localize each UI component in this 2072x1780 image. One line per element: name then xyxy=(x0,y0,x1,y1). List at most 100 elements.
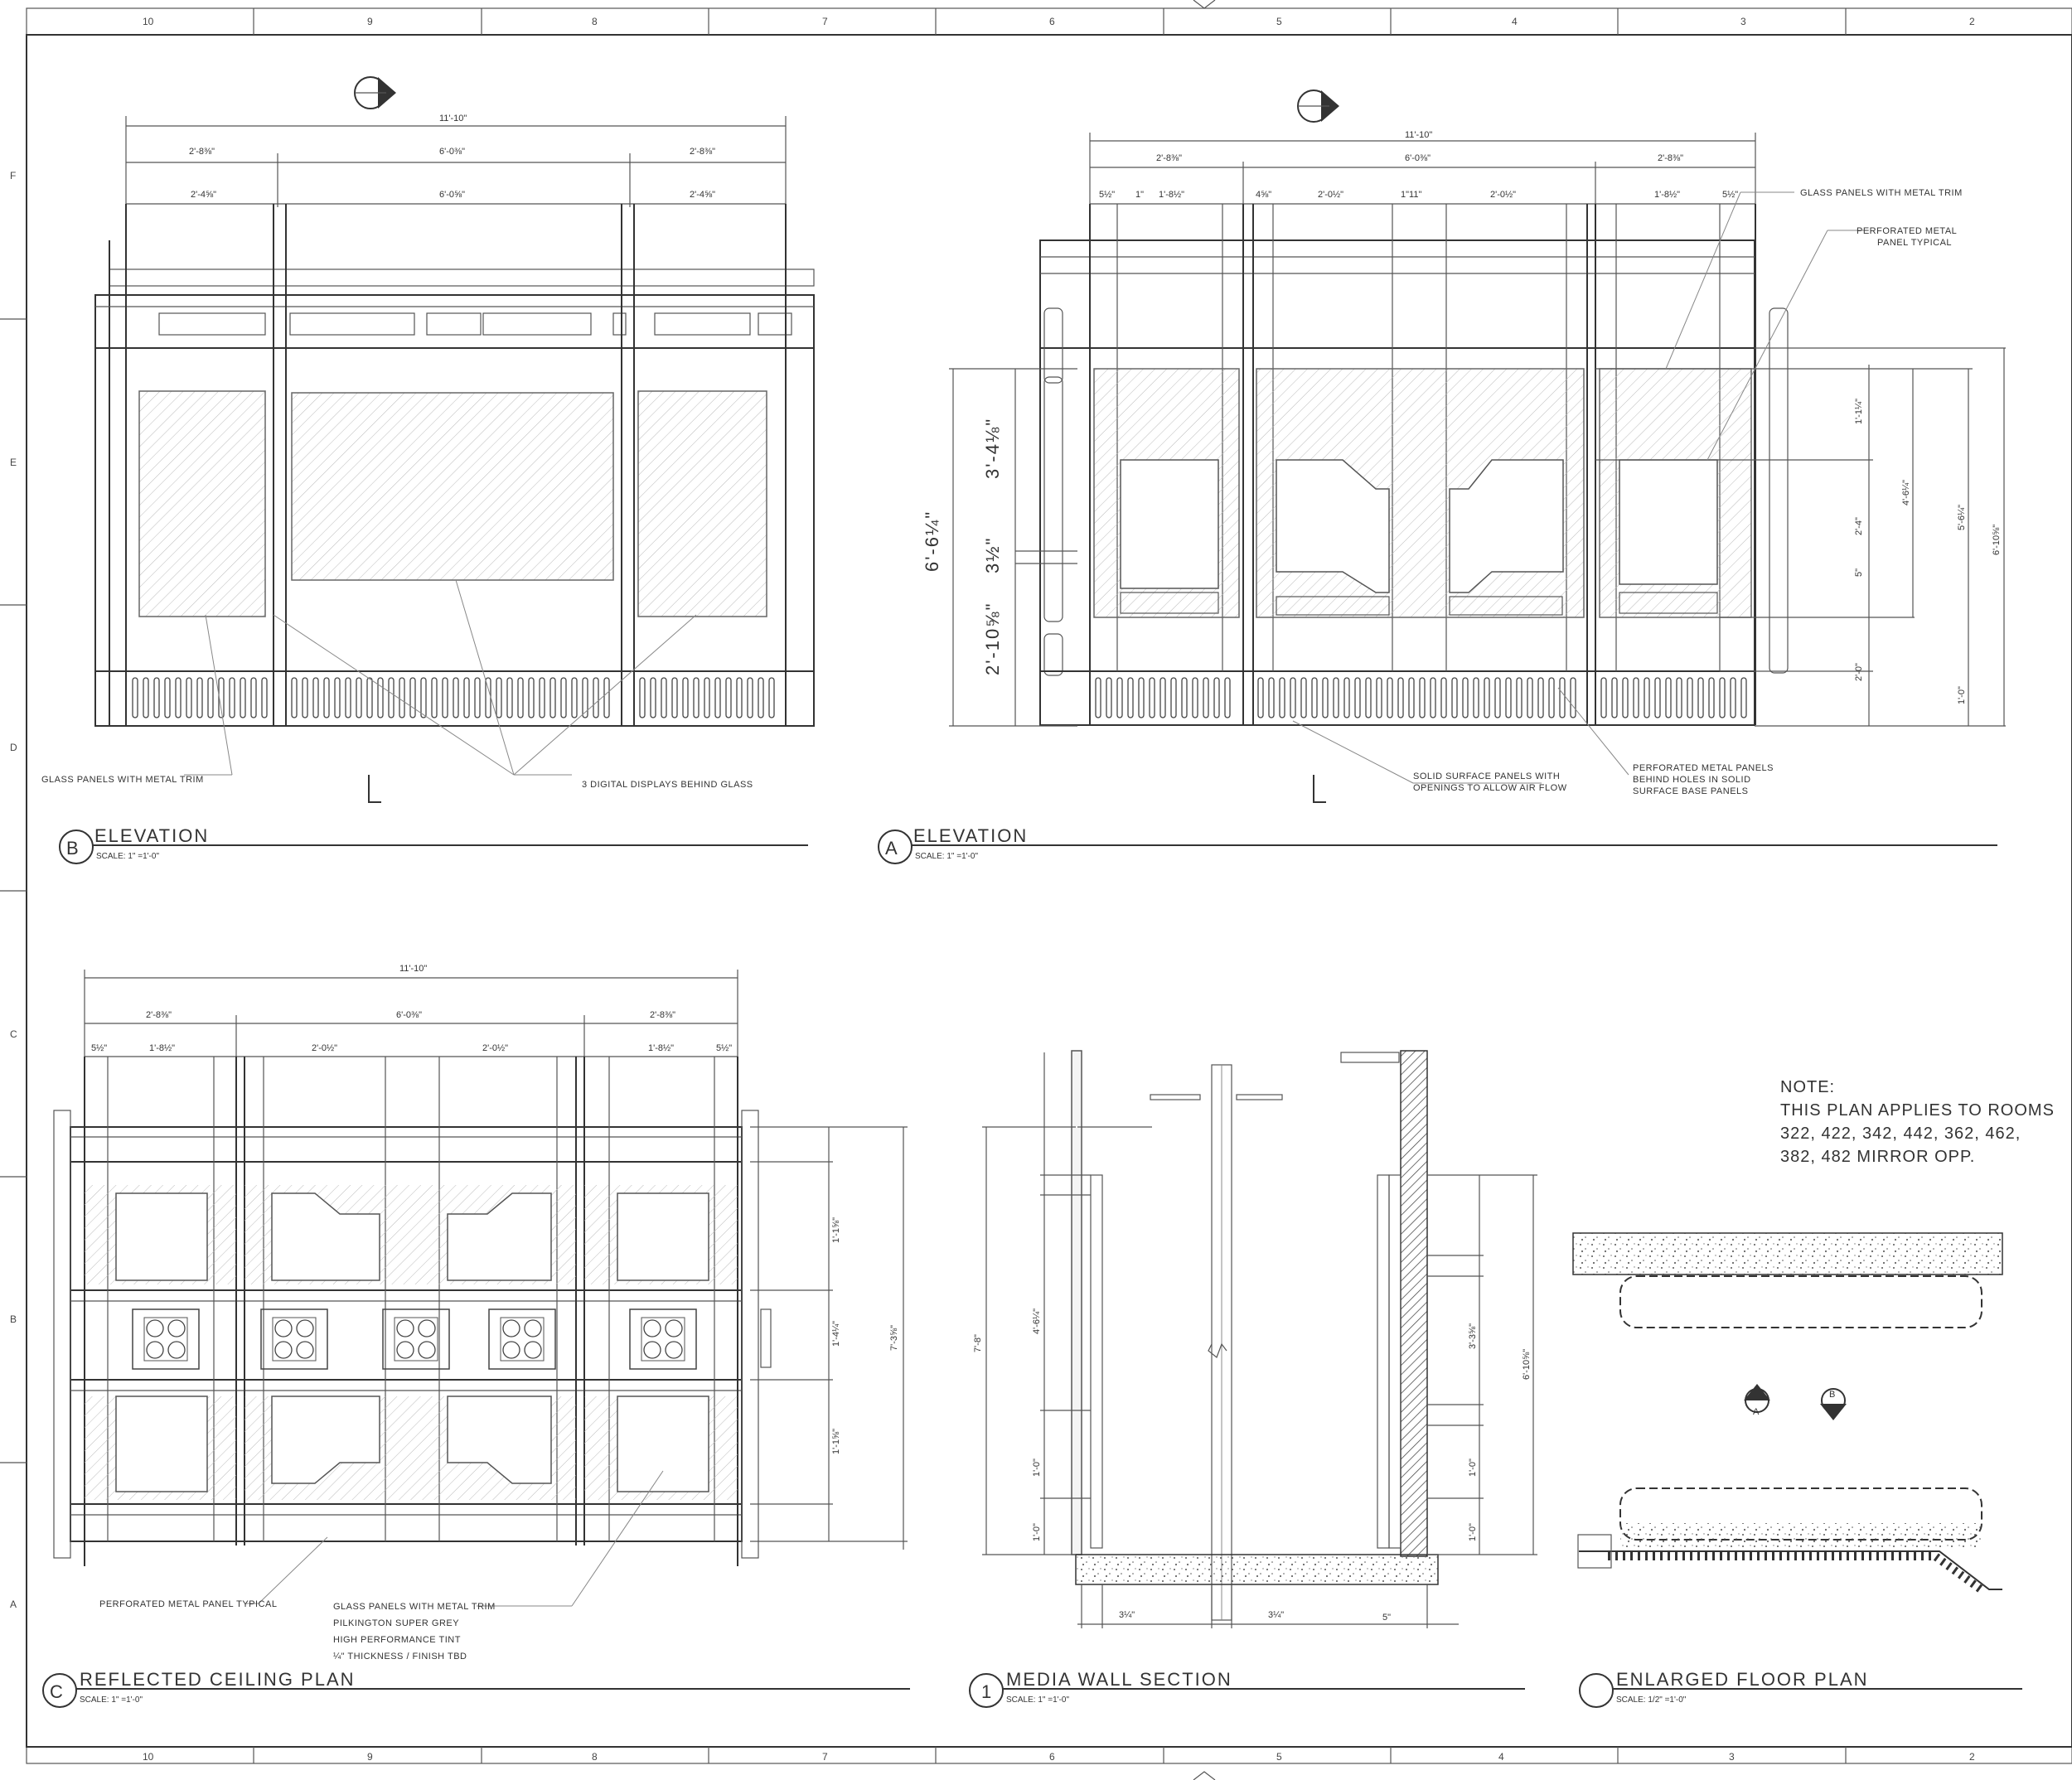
dim-s-10a: 1'-0" xyxy=(1032,1458,1042,1477)
grid-col-3-top: 3 xyxy=(1740,16,1746,27)
vent-slot xyxy=(571,677,578,718)
grid-row-b: B xyxy=(10,1313,17,1325)
label-base-panels-1: PERFORATED METAL PANELS xyxy=(1633,763,1774,773)
vent-slot xyxy=(1676,677,1682,718)
vent-slot xyxy=(377,677,384,718)
dim-c-20: 2'-0½" xyxy=(312,1043,337,1053)
dim-s-33: 3'-3⅝" xyxy=(1468,1323,1478,1349)
grid-col-5-bottom: 5 xyxy=(1276,1751,1282,1763)
vent-slot xyxy=(1203,677,1209,718)
vent-slot xyxy=(1311,677,1318,718)
vent-slot xyxy=(229,677,235,718)
dim-r-114: 1'-1¼" xyxy=(1854,399,1864,424)
vent-slot xyxy=(693,677,700,718)
vent-slot xyxy=(453,677,459,718)
vent-slot xyxy=(1268,677,1275,718)
vent-slot xyxy=(650,677,656,718)
dim-center-inner-b: 6'-0⅝" xyxy=(439,190,465,200)
fixture-lamp xyxy=(296,1319,314,1337)
fixture-lamp xyxy=(643,1319,661,1337)
vent-slot xyxy=(560,677,567,718)
base-vent-slots xyxy=(132,677,775,718)
grid-col-6-bottom: 6 xyxy=(1049,1751,1055,1763)
fixture-lamp xyxy=(665,1341,683,1359)
vent-slot xyxy=(758,677,764,718)
label-digital-displays: 3 DIGITAL DISPLAYS BEHIND GLASS xyxy=(582,780,753,790)
vent-slot xyxy=(1611,677,1618,718)
media-wall-section: 7'-8" 4'-6¼" 1'-0" 1'-0" 3'-3⅝" 1'-0" 1'… xyxy=(969,1050,1537,1708)
vent-slot xyxy=(323,677,330,718)
dim-s-46: 4'-6¼" xyxy=(1032,1308,1042,1334)
dim-r-24: 2'-4" xyxy=(1854,517,1864,535)
vent-slot xyxy=(747,677,753,718)
vent-slot xyxy=(1365,677,1372,718)
dim-s-34a: 3¼" xyxy=(1119,1610,1135,1620)
vent-slot xyxy=(736,677,743,718)
dim-overall-b: 11'-10" xyxy=(439,114,467,123)
grid-col-10-top: 10 xyxy=(143,16,154,27)
dim-s-34b: 3¼" xyxy=(1268,1610,1284,1620)
dim-c-134: 1'-1⅝" xyxy=(831,1217,841,1243)
vent-slot xyxy=(143,677,149,718)
fixture-lamp xyxy=(167,1319,186,1337)
vent-slot xyxy=(1170,677,1177,718)
grid-col-4-bottom: 4 xyxy=(1498,1751,1504,1763)
vent-slot xyxy=(1654,677,1661,718)
vent-slot xyxy=(1730,677,1736,718)
vent-slot xyxy=(1419,677,1426,718)
vent-slot xyxy=(399,677,405,718)
dim-a-48: 4⅝" xyxy=(1256,190,1271,200)
grid-col-9-bottom: 9 xyxy=(367,1751,373,1763)
vent-slot xyxy=(661,677,667,718)
vent-slot xyxy=(1740,677,1747,718)
vent-slot xyxy=(1537,677,1544,718)
dim-center-b: 6'-0⅜" xyxy=(439,147,465,157)
vent-slot xyxy=(517,677,524,718)
plan-note: NOTE: THIS PLAN APPLIES TO ROOMS 322, 42… xyxy=(1780,1078,2054,1166)
vent-slot xyxy=(1527,677,1533,718)
vent-slot xyxy=(132,677,138,718)
dim-a-18: 1'-8½" xyxy=(1159,190,1184,200)
grid-rows: F E D C B A xyxy=(0,170,27,1610)
vent-slot xyxy=(1279,677,1285,718)
vent-slot xyxy=(725,677,732,718)
dim-side-inner-right-b: 2'-4⅝" xyxy=(690,190,715,200)
dim-a-height: 6'-6¼" xyxy=(922,510,942,572)
label-perforated-metal-2: PANEL TYPICAL xyxy=(1877,238,1952,248)
label-base-panels-2: BEHIND HOLES IN SOLID xyxy=(1633,775,1751,785)
dim-s-10d: 1'-0" xyxy=(1468,1523,1478,1541)
fixture-frame xyxy=(272,1317,317,1362)
vent-slot xyxy=(1149,677,1155,718)
dim-r-20: 2'-0" xyxy=(1854,663,1864,681)
vent-slot xyxy=(1516,677,1523,718)
dim-center-c: 6'-0⅜" xyxy=(396,1010,422,1020)
dim-c-5: 5½" xyxy=(91,1043,107,1053)
vent-slot xyxy=(1290,677,1296,718)
label-glass-c-4: ¼" THICKNESS / FINISH TBD xyxy=(333,1652,467,1661)
vent-slot xyxy=(334,677,341,718)
dim-a-lower: 2'-10⅝" xyxy=(982,602,1003,675)
vent-slot xyxy=(582,677,588,718)
vent-slot xyxy=(1376,677,1382,718)
vent-slot xyxy=(388,677,395,718)
vent-slot xyxy=(1138,677,1145,718)
dim-a-20: 2'-0½" xyxy=(1318,190,1343,200)
grid-row-e: E xyxy=(10,457,17,468)
grid-row-a: A xyxy=(10,1599,17,1610)
dim-a-upper: 3'-4⅛" xyxy=(982,418,1003,479)
reflected-ceiling-plan: 11'-10" 2'-8⅜" 6'-0⅜" 2'-8⅜" 5½" 1'-8½" … xyxy=(42,964,910,1708)
grid-col-2-bottom: 2 xyxy=(1969,1751,1975,1763)
view-scale-a: SCALE: 1" =1'-0" xyxy=(915,852,978,861)
grid-col-7-top: 7 xyxy=(822,16,828,27)
dim-r-46: 4'-6¼" xyxy=(1901,480,1911,505)
view-scale-c: SCALE: 1" =1'-0" xyxy=(80,1695,143,1705)
vent-slot xyxy=(1451,677,1458,718)
dim-a-111: 1"11" xyxy=(1401,190,1421,200)
vent-slot xyxy=(291,677,298,718)
vent-slot xyxy=(1257,677,1264,718)
vent-slot xyxy=(496,677,502,718)
vent-slot xyxy=(1473,677,1479,718)
label-solid-surface-1: SOLID SURFACE PANELS WITH xyxy=(1413,771,1560,781)
vent-slot xyxy=(1354,677,1361,718)
dim-r-5: 5" xyxy=(1854,568,1864,577)
